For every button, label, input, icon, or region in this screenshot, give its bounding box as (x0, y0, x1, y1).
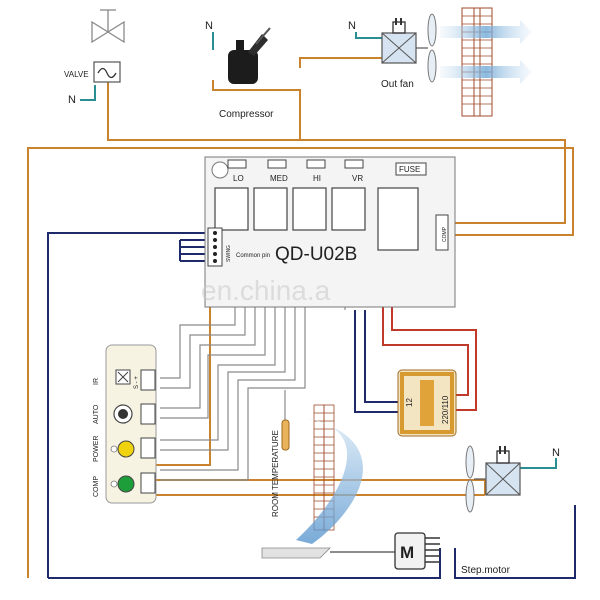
common-pin-label: Common pin (236, 253, 270, 259)
panel-label-ir: IR (93, 378, 100, 385)
step-motor-label: Step.motor (461, 565, 511, 576)
comp-led (117, 475, 135, 493)
relay-med (253, 187, 288, 231)
comp-connector (435, 214, 449, 251)
panel-label-power: POWER (93, 436, 100, 462)
room-temp-label: ROOM TEMPERATURE (271, 430, 280, 517)
relay-lo (214, 187, 249, 231)
relay-vr (331, 187, 366, 231)
valve-label: VALVE (64, 70, 89, 79)
relay-hi (292, 187, 327, 231)
indoor-airflow-icon (296, 418, 363, 544)
transformer-primary-label: 220/110 (441, 395, 450, 424)
valve-neutral-label: N (68, 94, 76, 106)
out-fan-icon (381, 13, 437, 83)
teal-wires (80, 32, 557, 469)
step-motor (261, 532, 440, 570)
controller-board (204, 156, 456, 308)
compressor-label: Compressor (219, 109, 274, 120)
watermark: en.china.a (201, 275, 331, 306)
fuse-label: FUSE (399, 165, 420, 174)
motor-letter: M (400, 543, 414, 562)
evaporator-fins-icon (313, 404, 335, 531)
front-panel (105, 344, 157, 504)
fan-neutral-label: N (348, 20, 356, 32)
swing-label: SWING (226, 245, 232, 262)
relay-label-vr: VR (352, 174, 363, 183)
panel-label-comp: COMP (93, 476, 100, 497)
power-led (117, 440, 135, 458)
indoor-fan-icon (465, 445, 521, 513)
comp-pin-label: COMP (442, 226, 448, 242)
compressor-icon (228, 27, 271, 84)
panel-label-auto: AUTO (93, 404, 100, 424)
board-model: QD-U02B (275, 244, 357, 265)
red-wires (382, 295, 477, 411)
fuse (395, 162, 427, 176)
valve-symbol (91, 9, 125, 83)
indoor-fan-neutral-label: N (552, 447, 560, 459)
relay-label-med: MED (270, 174, 288, 183)
ir-pin-labels: S - + (134, 376, 140, 389)
relay-label-lo: LO (233, 174, 244, 183)
room-temp-sensor (281, 419, 290, 451)
comp-relay (377, 187, 419, 251)
condenser-fins-icon (440, 7, 532, 117)
transformer-secondary-label: 12 (405, 398, 414, 407)
out-fan-label: Out fan (381, 79, 414, 90)
compressor-neutral-label: N (205, 20, 213, 32)
gray-wires (160, 300, 346, 481)
transformer (397, 369, 457, 437)
relay-label-hi: HI (313, 174, 321, 183)
